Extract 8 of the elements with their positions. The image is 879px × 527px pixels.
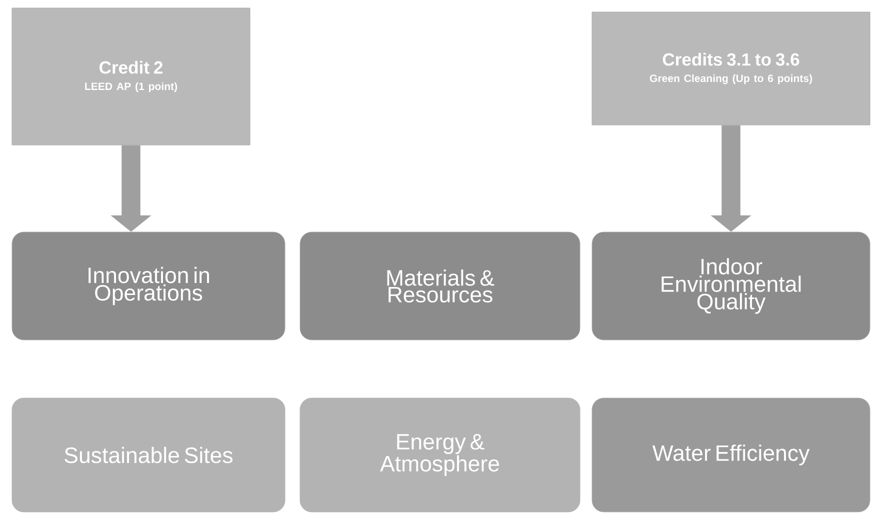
category-box: Sustainable Sites <box>12 398 286 512</box>
category-box: Energy & Atmosphere <box>300 398 580 512</box>
category-box: Innovation in Operations <box>12 232 286 340</box>
callout-box: Credit 2 LEED AP (1 point) <box>12 8 250 146</box>
category-box: Materials & Resources <box>300 232 580 340</box>
category-box: Indoor Environmental Quality <box>592 232 870 340</box>
category-box: Water Efficiency <box>592 398 870 512</box>
callout-box: Credits 3.1 to 3.6 Green Cleaning (Up to 6 points) <box>592 12 870 126</box>
